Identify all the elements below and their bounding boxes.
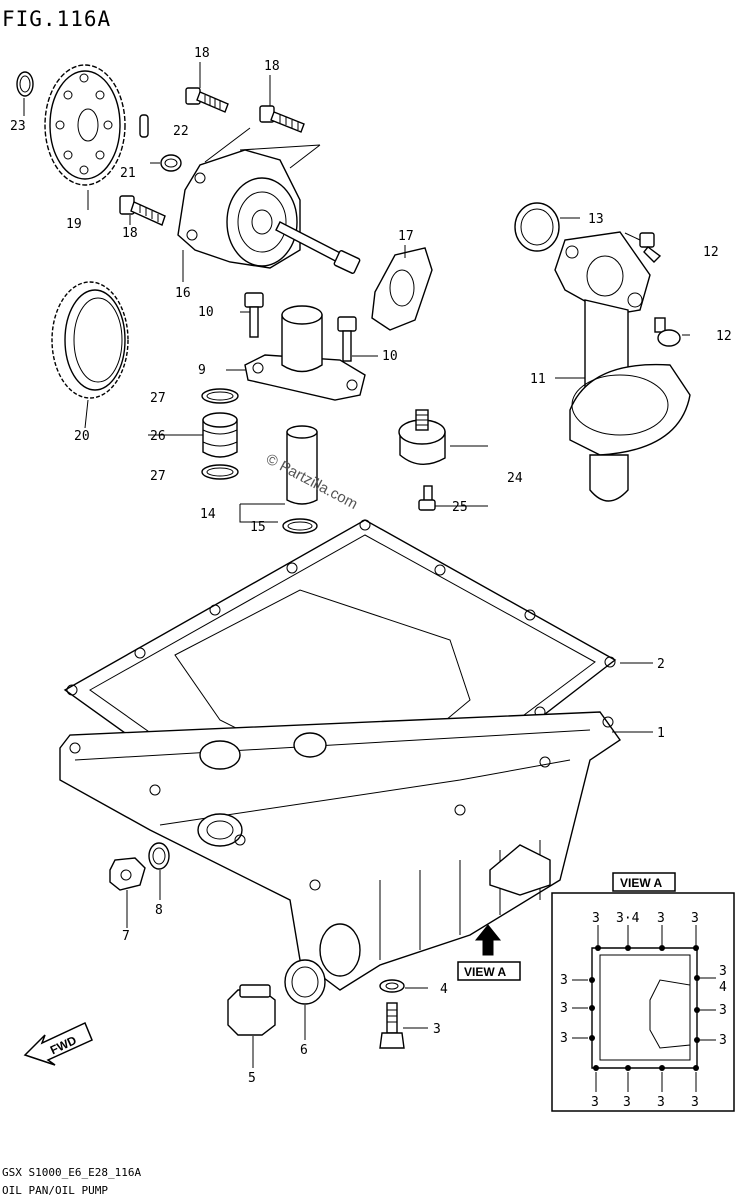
callout-27: 27: [150, 391, 166, 406]
callout-18: 18: [194, 46, 210, 61]
inset-callout: 3: [691, 1095, 699, 1110]
callout-2: 2: [657, 657, 665, 672]
part-14-oil-pipe: [286, 425, 318, 505]
inset-callout: 3: [691, 911, 699, 926]
part-12-bolt-upper: [639, 232, 662, 263]
part-27-o-ring-upper: [201, 388, 239, 404]
part-18-bolt-a: [185, 87, 229, 113]
callout-21: 21: [120, 166, 136, 181]
part-26-pipe: [202, 412, 238, 458]
part-21-o-ring: [160, 154, 182, 172]
part-25-screw: [418, 485, 436, 511]
callout-15: 15: [250, 520, 266, 535]
inset-callout: 3: [657, 911, 665, 926]
inset-callout: 3: [719, 1033, 727, 1048]
callout-16: 16: [175, 286, 191, 301]
inset-callout: 3: [719, 964, 727, 979]
callout-5: 5: [248, 1071, 256, 1086]
view-a-label: VIEW A: [464, 965, 507, 979]
callout-20: 19: [66, 217, 82, 232]
callout-3: 3: [433, 1022, 441, 1037]
inset-callout: 3: [591, 1095, 599, 1110]
callout-19: 20: [74, 429, 90, 444]
callout-12: 12: [703, 245, 719, 260]
callout-25: 25: [452, 500, 468, 515]
part-18-bolt-b: [259, 105, 305, 133]
part-5-oil-filler-plug: [227, 984, 276, 1036]
figure-title: FIG.116A: [2, 7, 111, 31]
callout-18: 18: [122, 226, 138, 241]
callout-22: 22: [173, 124, 189, 139]
part-1-oil-pan: [59, 711, 621, 991]
callout-26: 26: [150, 429, 166, 444]
part-15-o-ring: [282, 518, 318, 534]
part-18-bolt-c: [119, 195, 166, 226]
part-19-starter-driven-gear: [51, 281, 129, 399]
callout-12: 12: [716, 329, 732, 344]
callout-labels: 18 18 23 22 21 19 18 16 17 10 10 9 27 26…: [10, 46, 732, 1086]
part-20-oil-pump-driven-sprocket: [44, 64, 126, 186]
inset-callout: 3: [719, 1003, 727, 1018]
inset-callout: 3: [560, 1031, 568, 1046]
part-24-oil-pressure-switch: [398, 409, 446, 465]
part-12-bolt-lower: [654, 317, 681, 347]
part-27-o-ring-lower: [201, 464, 239, 480]
inset-callout: 3: [657, 1095, 665, 1110]
callout-leaders: [23, 62, 690, 1068]
part-4-washer: [379, 979, 405, 993]
view-a-indicator: VIEW A: [457, 924, 521, 981]
callout-4: 4: [440, 982, 448, 997]
part-7-plug: [109, 857, 146, 891]
callout-10: 10: [382, 349, 398, 364]
inset-callout: 3: [560, 1001, 568, 1016]
inset-callout: 3: [592, 911, 600, 926]
footer-code: GSX S1000_E6_E28_116A: [2, 1166, 141, 1179]
part-9-oil-pump-outlet: [244, 305, 366, 401]
part-3-bolt: [379, 1002, 405, 1049]
callout-18: 18: [264, 59, 280, 74]
part-10-bolt-a: [244, 292, 264, 338]
inset-callout: 4: [719, 980, 727, 995]
part-17-oil-strainer-gasket: [371, 247, 433, 331]
inset-callout: 3·4: [616, 911, 640, 926]
callout-14: 14: [200, 507, 216, 522]
part-8-gasket: [148, 842, 170, 870]
callout-8: 8: [155, 903, 163, 918]
part-23-circlip: [16, 71, 34, 97]
fwd-arrow-icon: FWD: [23, 1021, 93, 1066]
callout-10: 10: [198, 305, 214, 320]
part-11-oil-strainer: [554, 231, 691, 502]
part-22-pin: [139, 114, 149, 138]
inset-title: VIEW A: [620, 876, 663, 890]
part-16-oil-pump: [177, 149, 361, 274]
callout-11: 11: [530, 372, 546, 387]
callout-1: 1: [657, 726, 665, 741]
footer-name: OIL PAN/OIL PUMP: [2, 1184, 108, 1197]
part-10-bolt-b: [337, 316, 357, 362]
callout-13: 13: [588, 212, 604, 227]
callout-7: 7: [122, 929, 130, 944]
part-13-o-ring: [514, 202, 560, 252]
view-a-inset: VIEW A 3 3·4 3 3 3 3 3 3 4 3 3 3 3 3 3: [551, 872, 735, 1112]
callout-27: 27: [150, 469, 166, 484]
inset-callout: 3: [560, 973, 568, 988]
callout-9: 9: [198, 363, 206, 378]
callout-6: 6: [300, 1043, 308, 1058]
inset-callout: 3: [623, 1095, 631, 1110]
part-6-gasket: [284, 959, 326, 1005]
callout-23: 23: [10, 119, 26, 134]
callout-17: 17: [398, 229, 414, 244]
callout-24: 24: [507, 471, 523, 486]
